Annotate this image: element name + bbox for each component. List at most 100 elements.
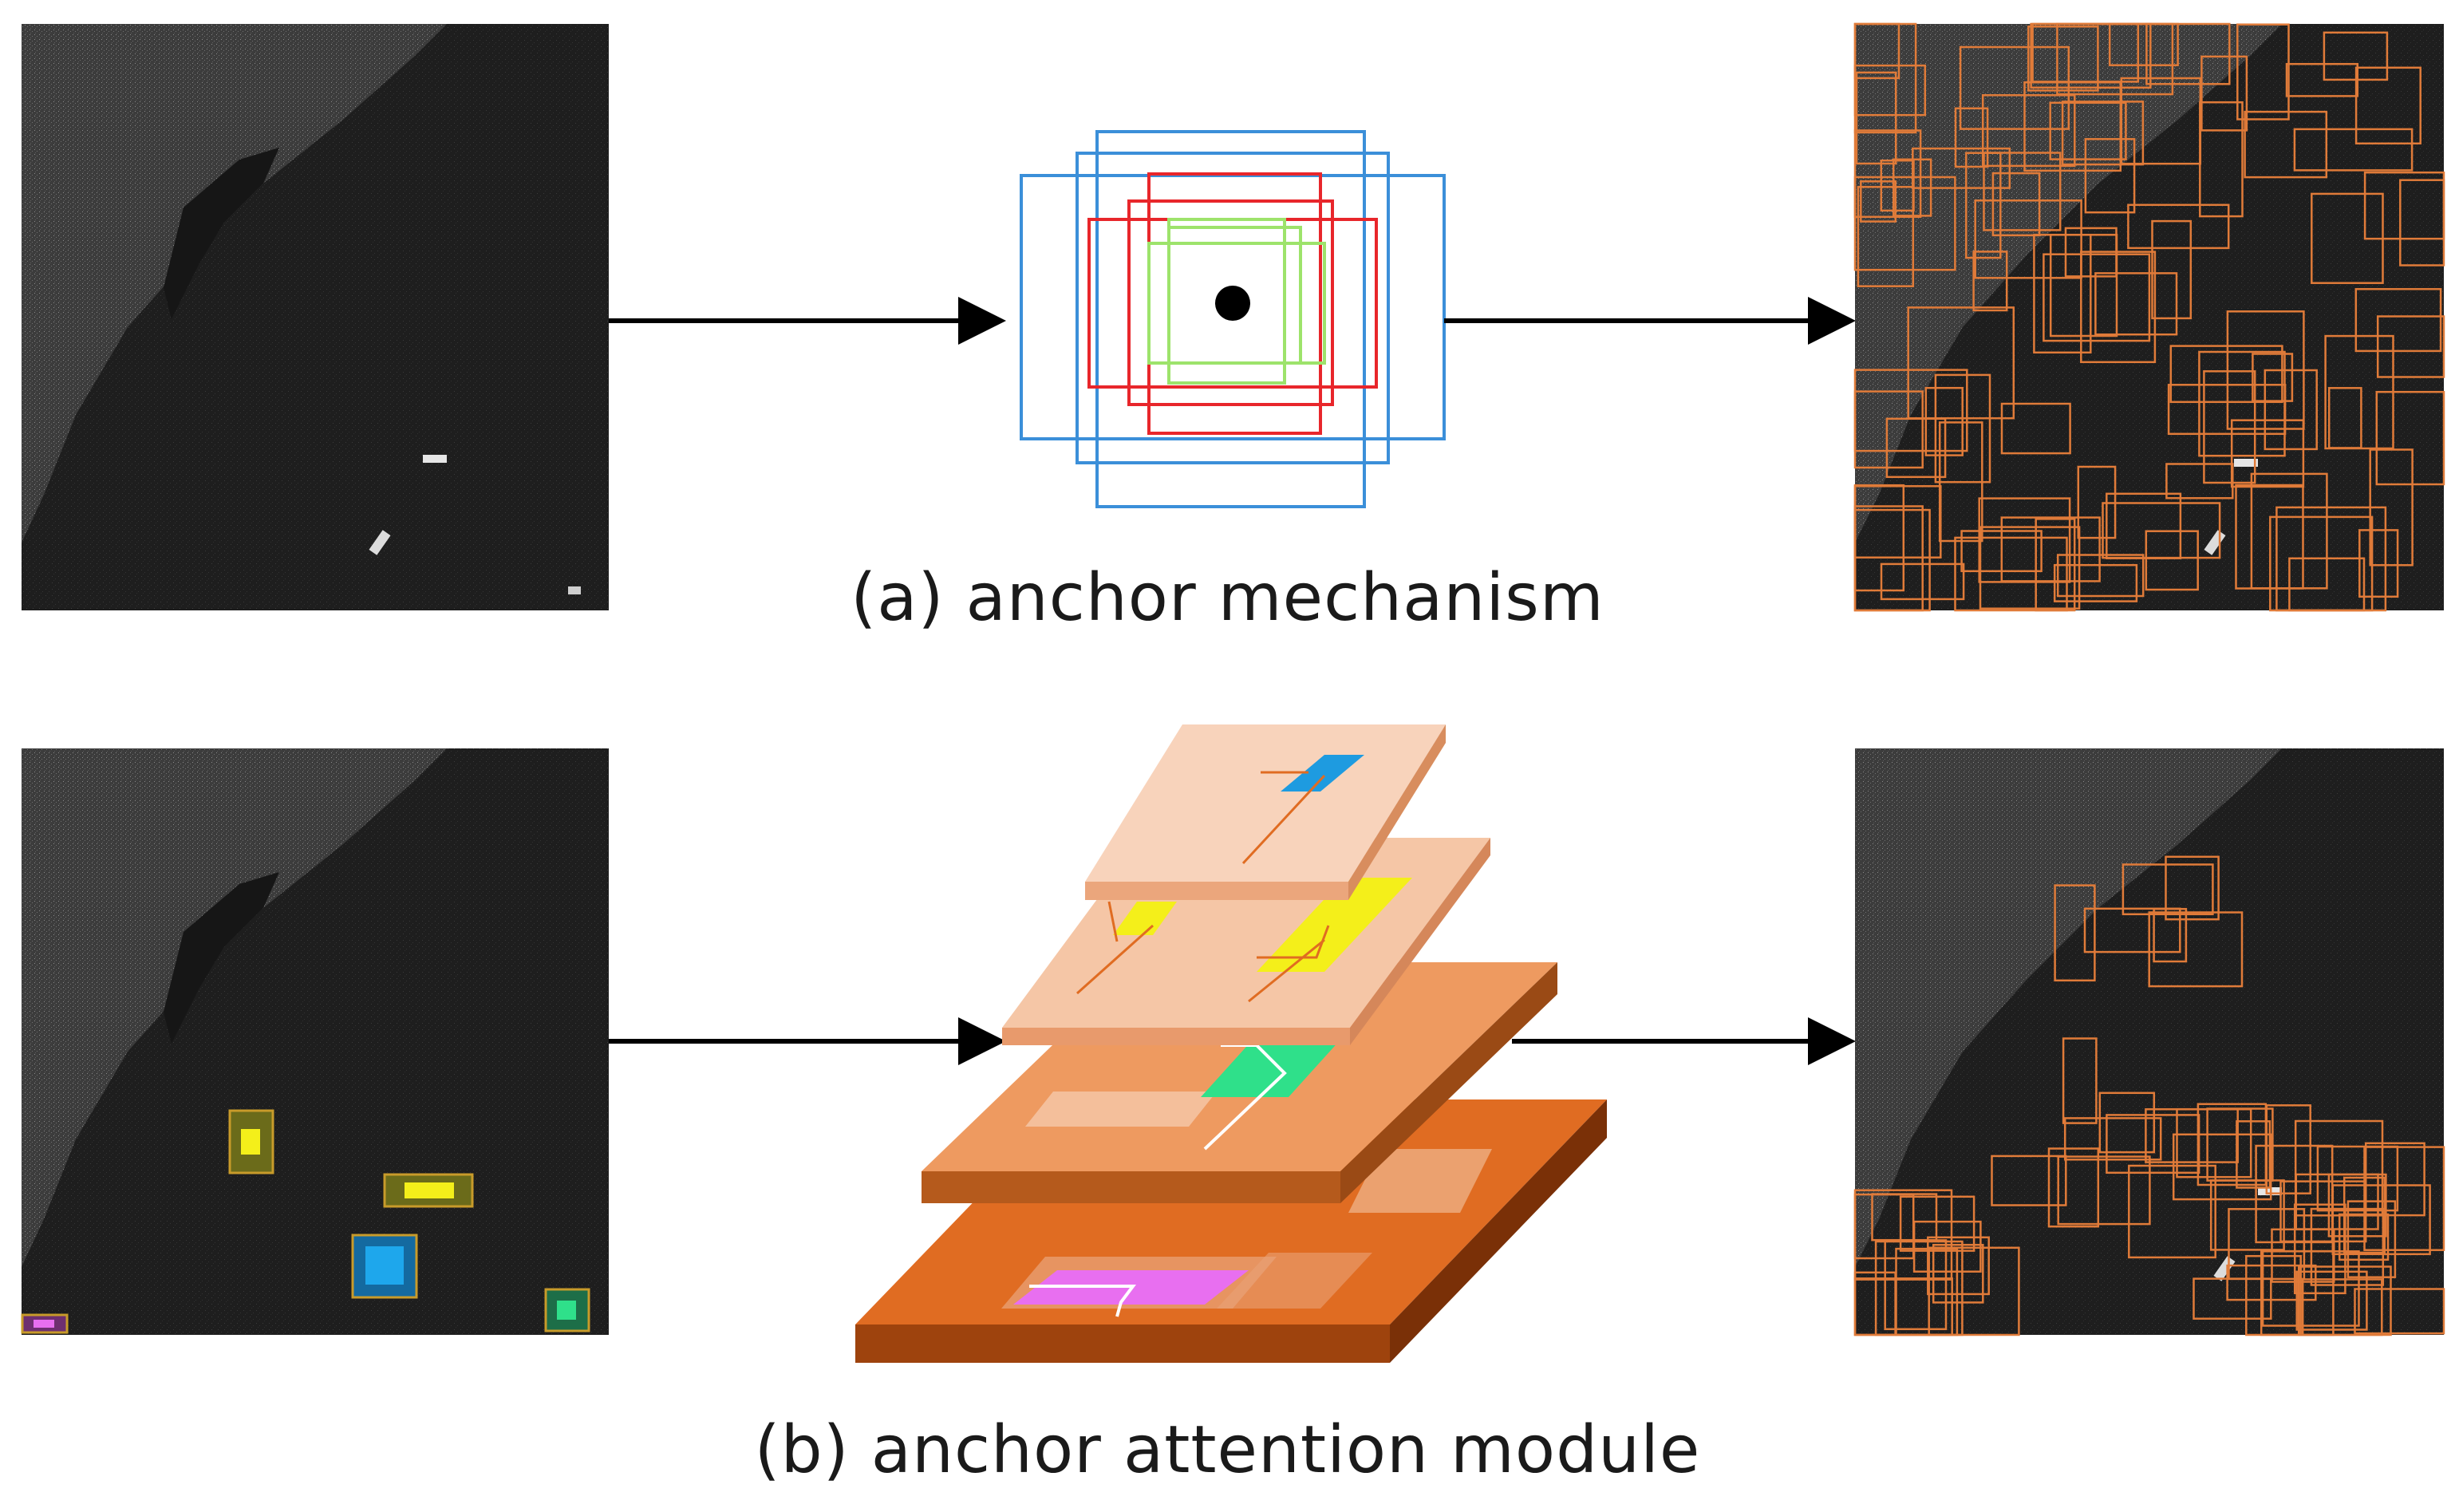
anchor-box — [2236, 23, 2290, 120]
ship-target — [369, 530, 391, 555]
anchor-box — [1857, 186, 1915, 287]
ship-target — [423, 455, 447, 463]
anchor-box — [2245, 1254, 2302, 1336]
anchor-box — [2151, 219, 2193, 320]
anchor-box — [1991, 172, 2041, 237]
anchor-box — [2294, 1119, 2384, 1217]
anchor-box — [1853, 485, 1942, 559]
anchor-box — [2033, 234, 2092, 354]
sar-image-output-b — [1853, 748, 2445, 1336]
anchor-box — [2000, 402, 2071, 455]
dense-anchor-boxes — [1853, 22, 2445, 612]
anchor-box — [2084, 138, 2136, 214]
anchor-box — [2375, 390, 2445, 486]
anchor-box — [2269, 515, 2374, 612]
anchor-box — [2255, 1144, 2334, 1244]
highlight-blue-region — [1281, 755, 1364, 792]
anchor-box — [2265, 1104, 2311, 1194]
anchor-box — [2128, 1164, 2216, 1259]
anchor-box — [2027, 26, 2099, 92]
anchor-box — [1871, 1193, 1938, 1242]
anchor-box — [2169, 345, 2283, 404]
feature-pyramid — [855, 724, 1607, 1363]
anchor-box — [2023, 81, 2122, 172]
anchor-box — [2236, 1120, 2271, 1189]
anchor-box — [1855, 71, 1897, 165]
anchor-box — [2145, 22, 2231, 85]
anchor-box — [1853, 129, 1922, 219]
anchor-box — [2061, 101, 2145, 166]
anchor-box — [2316, 1145, 2399, 1212]
anchor-box — [2203, 370, 2256, 484]
anchor-box-medium — [1127, 199, 1334, 406]
anchor-box — [2167, 384, 2287, 436]
highlight-yellow-region — [1113, 902, 1177, 935]
anchor-box — [2077, 465, 2117, 539]
anchor-box — [2057, 1155, 2151, 1226]
anchor-box — [2056, 22, 2174, 96]
anchor-box — [1853, 176, 1956, 271]
anchor-box — [2346, 1200, 2397, 1278]
anchor-box — [2354, 288, 2442, 353]
anchor-box — [2323, 31, 2389, 81]
highlight-yellow-region — [1257, 878, 1412, 972]
anchor-box — [2153, 907, 2188, 963]
anchor-box — [1853, 369, 1968, 452]
anchor-box — [2193, 1277, 2272, 1320]
sar-image-output-a — [1853, 22, 2445, 612]
anchor-box — [2098, 1092, 2156, 1154]
anchor-box — [2148, 911, 2244, 988]
anchor-box — [2327, 1173, 2387, 1238]
anchor-box — [1972, 251, 2008, 312]
anchor-box — [2358, 529, 2399, 598]
anchor-box — [2244, 110, 2328, 179]
anchor-box — [2206, 1107, 2274, 1182]
anchor-box — [2226, 1264, 2317, 1301]
anchor-box — [2054, 884, 2096, 982]
anchor-box — [1954, 107, 1989, 168]
ship-highlight-blue — [351, 1234, 418, 1299]
anchor-box — [2083, 907, 2181, 953]
anchor-box — [2230, 419, 2305, 488]
anchor-box — [1927, 1236, 1990, 1296]
anchor-box — [1983, 152, 2062, 231]
anchor-box — [1979, 526, 2081, 610]
anchor-box — [2127, 203, 2230, 250]
anchor-box — [2354, 66, 2421, 145]
anchor-diagram — [1020, 130, 1446, 508]
anchor-box — [1932, 1243, 1984, 1304]
anchor-box — [2376, 315, 2445, 378]
anchor-box — [1959, 45, 2070, 130]
anchor-box — [2297, 1265, 2392, 1336]
anchor-box — [1907, 306, 2015, 420]
anchor-box-small — [1167, 218, 1286, 385]
anchor-box — [1960, 530, 2043, 573]
anchor-box — [2327, 387, 2362, 449]
anchor-box-large — [1076, 152, 1390, 464]
anchor-box — [2369, 448, 2414, 567]
caption-anchor-attention-module: (b) anchor attention module — [754, 1412, 1701, 1488]
attention-anchor-boxes — [1853, 855, 2445, 1336]
anchor-box — [2172, 1133, 2272, 1201]
anchor-center-dot-icon — [1215, 286, 1250, 321]
anchor-box — [2000, 516, 2101, 582]
anchor-box — [2121, 863, 2214, 916]
anchor-box — [1974, 199, 2082, 279]
anchor-box — [1981, 94, 2076, 168]
sar-image-input-b — [21, 748, 609, 1335]
anchor-box — [2080, 251, 2157, 364]
anchor-box — [1934, 373, 1991, 484]
anchor-box — [2200, 55, 2248, 132]
anchor-box — [1853, 22, 1917, 134]
anchor-box-large — [1095, 130, 1366, 508]
anchor-box — [2049, 101, 2127, 160]
anchor-box — [2311, 192, 2384, 284]
anchor-box — [1880, 159, 1915, 212]
anchor-box — [2354, 1288, 2445, 1335]
anchor-box — [1853, 508, 1931, 612]
anchor-box — [2102, 502, 2221, 559]
ship-target — [568, 586, 581, 594]
anchor-box — [2094, 272, 2178, 336]
anchor-box — [2165, 855, 2220, 921]
pyramid-layer-3 — [922, 962, 1557, 1203]
